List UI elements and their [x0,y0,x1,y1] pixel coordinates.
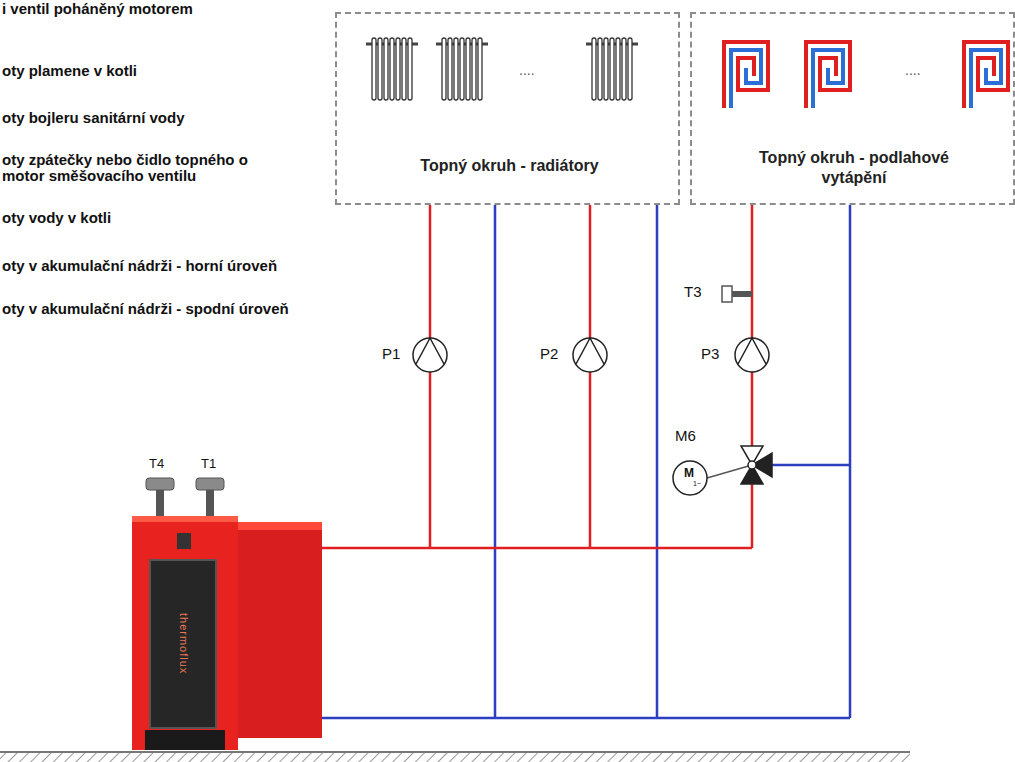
circuit-box: Topný okruh - radiátory [335,12,680,205]
floor-coil [964,42,1008,108]
radiator-icons [366,38,638,100]
boiler-sensors [146,478,224,518]
ground-line [0,751,910,753]
radiator [586,38,638,100]
legend-fragment: oty bojleru sanitární vody [2,109,185,127]
ellipsis-mark: .... [905,62,921,79]
legend-fragment: oty vody v kotli [2,209,111,227]
component-label: M6 [675,427,696,445]
component-label: P1 [382,345,400,363]
legend-fragment: oty plamene v kotli [2,62,137,80]
component-label: T3 [684,283,702,301]
boiler [132,516,322,750]
brand-name: thermoflux [176,613,189,674]
component-label: P2 [540,345,558,363]
component-label: P3 [701,345,719,363]
ellipsis-mark: .... [519,62,535,79]
mixing-valve [673,446,772,495]
component-label: T1 [201,456,216,472]
temperature-sensor [722,286,752,302]
circuit-title: Topný okruh - podlahové vytápění [754,148,954,188]
pump-symbols [413,338,769,372]
return-pipes [318,205,850,718]
component-label: T4 [149,456,164,472]
legend-fragment: i ventil poháněný motorem [2,0,193,18]
component-label: 1~ [693,480,701,488]
circuit-title: Topný okruh - radiátory [367,156,652,176]
radiator [436,38,488,100]
radiator [366,38,418,100]
supply-pipes [318,205,752,548]
legend-fragment: oty v akumulační nádrži - horní úroveň [2,257,277,275]
legend-fragment: oty v akumulační nádrži - spodní úroveň [2,300,289,318]
component-label: M [684,466,694,480]
ground-hatch [0,752,910,762]
floor-coil [806,42,850,108]
floor-coil [724,42,768,108]
legend-fragment: oty zpátečky nebo čidlo topného o motor … [2,152,270,184]
circuit-box: Topný okruh - podlahové vytápění [690,12,1015,205]
floor-coil-icons [724,42,1008,108]
